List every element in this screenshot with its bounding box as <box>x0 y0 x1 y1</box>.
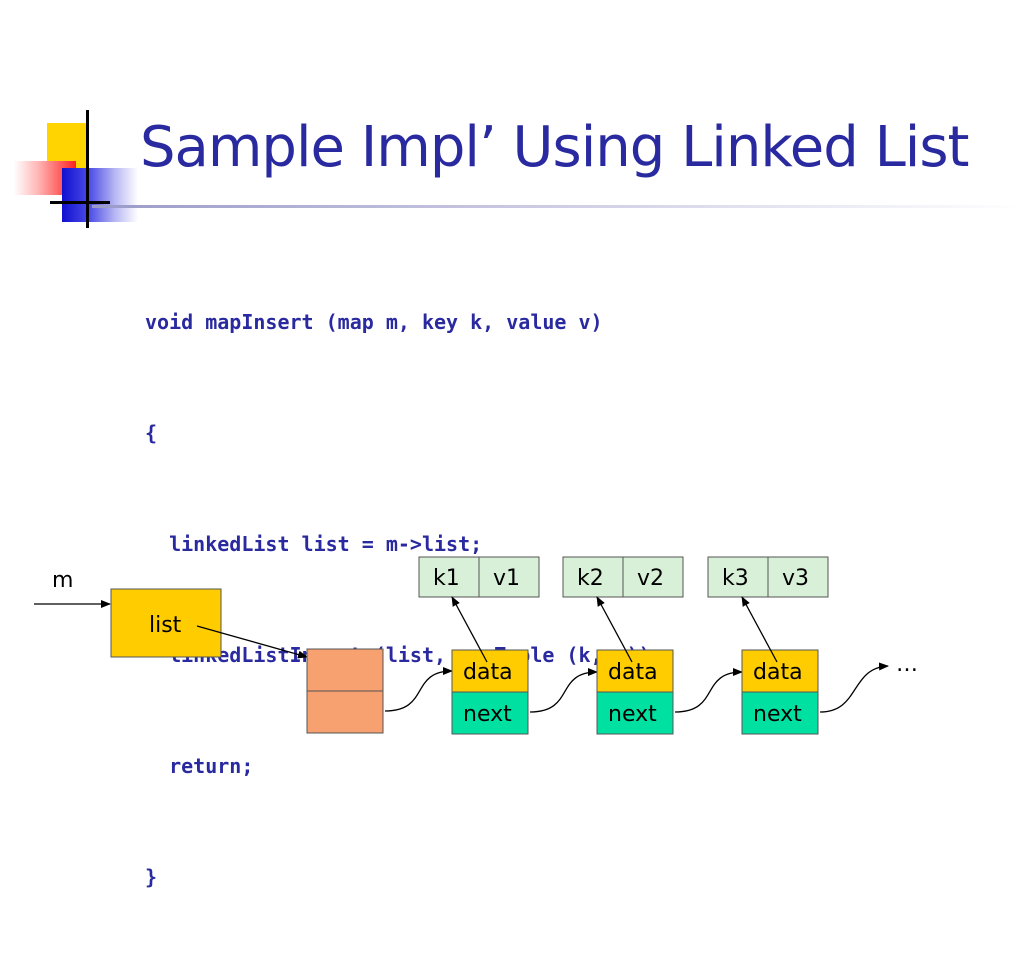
code-line: { <box>145 421 158 445</box>
node-1-next-arrow <box>529 668 598 713</box>
deco-vertical-line <box>86 110 89 228</box>
node-2-data-cell <box>596 649 674 693</box>
var-m-label: m <box>52 568 73 593</box>
code-line: linkedList list = m->list; <box>145 532 483 556</box>
node-2-data-label: data <box>608 660 658 685</box>
ellipsis-label: … <box>896 652 918 677</box>
list-box-label: list <box>149 613 182 638</box>
node-1-next-cell <box>451 691 529 735</box>
tuple-1-key: k1 <box>433 566 460 591</box>
title-underline <box>92 205 1024 208</box>
node-2-next-arrow <box>674 668 743 713</box>
tuple-2-key: k2 <box>577 566 604 591</box>
node-1-next-label: next <box>463 702 512 727</box>
deco-horizontal-line <box>50 201 110 204</box>
slide-title: Sample Impl’ Using Linked List <box>140 115 969 180</box>
node-3-data-label: data <box>753 660 803 685</box>
deco-blue-square <box>62 168 138 222</box>
tuple-3-value: v3 <box>782 566 809 591</box>
tuple-2-value-cell <box>622 556 684 598</box>
slide: Sample Impl’ Using Linked List void mapI… <box>14 110 1024 889</box>
node-3-next-label: next <box>753 702 802 727</box>
tuple-1-key-cell <box>418 556 480 598</box>
node-2-next-label: next <box>608 702 657 727</box>
tuple-2-value: v2 <box>637 566 664 591</box>
tuple-3-key: k3 <box>722 566 749 591</box>
code-block: void mapInsert (map m, key k, value v) {… <box>145 230 663 970</box>
code-line: } <box>145 865 158 889</box>
node-1-data-cell <box>451 649 529 693</box>
tuple-2-key-cell <box>562 556 624 598</box>
tuple-1-value: v1 <box>493 566 520 591</box>
tuple-3-key-cell <box>707 556 769 598</box>
tuple-1-value-cell <box>478 556 540 598</box>
linked-list-diagram: m list k1 v1 data next k2 v2 data next <box>34 556 918 735</box>
node-3-data-arrow <box>741 596 778 663</box>
tuple-3-value-cell <box>767 556 829 598</box>
code-line: void mapInsert (map m, key k, value v) <box>145 310 603 334</box>
head-node-bottom <box>306 690 384 734</box>
head-node-top <box>306 648 384 692</box>
head-next-arrow <box>384 667 453 712</box>
list-pointer-arrow <box>196 625 308 659</box>
node-3-next-arrow <box>819 662 889 713</box>
node-3-next-cell <box>741 691 819 735</box>
node-1-data-label: data <box>463 660 513 685</box>
node-2-next-cell <box>596 691 674 735</box>
node-1-data-arrow <box>451 596 488 663</box>
node-2-data-arrow <box>596 596 633 663</box>
node-3-data-cell <box>741 649 819 693</box>
list-box <box>110 588 222 658</box>
